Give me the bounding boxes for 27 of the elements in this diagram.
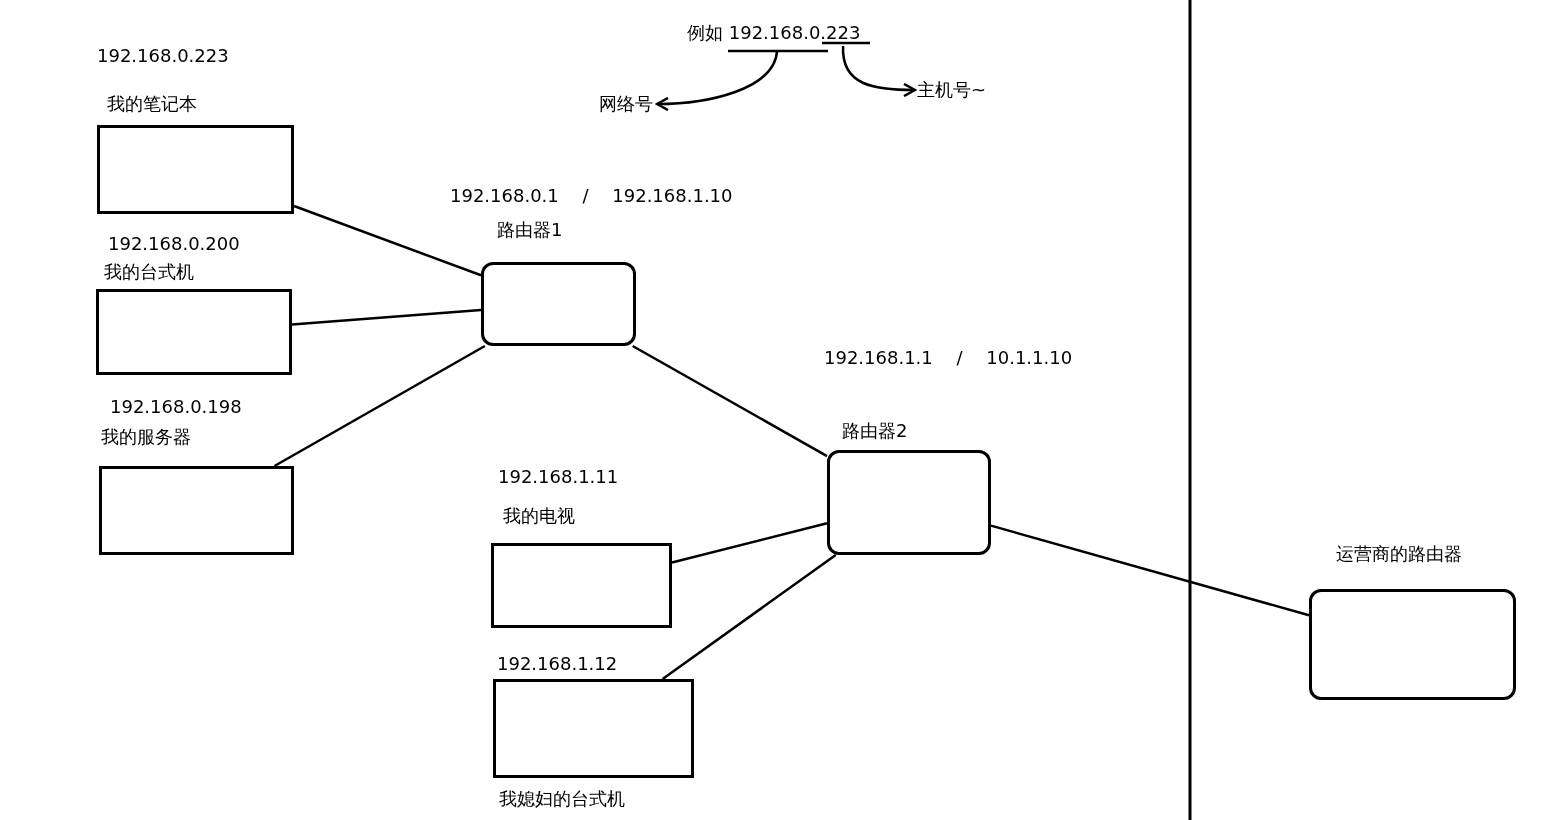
arrow	[841, 45, 917, 98]
router-label: 路由器1	[497, 219, 563, 241]
ip-address-label: 192.168.0.200	[108, 233, 240, 255]
connection-line	[291, 308, 482, 326]
router-label: 路由器2	[842, 420, 908, 442]
ip-address-label: 192.168.1.12	[497, 653, 618, 675]
connection-line	[990, 524, 1310, 617]
annotation-text: 主机号~	[917, 79, 987, 101]
connection-line	[661, 554, 837, 680]
annotation-text: 网络号	[599, 93, 653, 115]
ip-address-label: 192.168.0.223	[97, 45, 229, 67]
device-label: 我的服务器	[101, 426, 191, 448]
device-label: 我媳妇的台式机	[499, 788, 625, 810]
annotation-text: 例如 192.168.0.223	[687, 22, 861, 44]
ip-address-label: 192.168.1.1 / 10.1.1.10	[824, 347, 1073, 369]
device-label: 我的台式机	[104, 261, 194, 283]
connection-line	[632, 344, 828, 458]
device-label: 我的电视	[503, 505, 575, 527]
ip-address-label: 192.168.0.1 / 192.168.1.10	[450, 185, 733, 207]
ip-address-label: 192.168.1.11	[498, 466, 619, 488]
device-label: 我的笔记本	[107, 93, 197, 115]
connection-line	[671, 522, 828, 564]
router-label: 运营商的路由器	[1336, 543, 1462, 565]
connection-line	[273, 344, 486, 468]
connection-line	[293, 204, 482, 277]
arrow	[655, 49, 779, 111]
ip-address-label: 192.168.0.198	[110, 396, 242, 418]
